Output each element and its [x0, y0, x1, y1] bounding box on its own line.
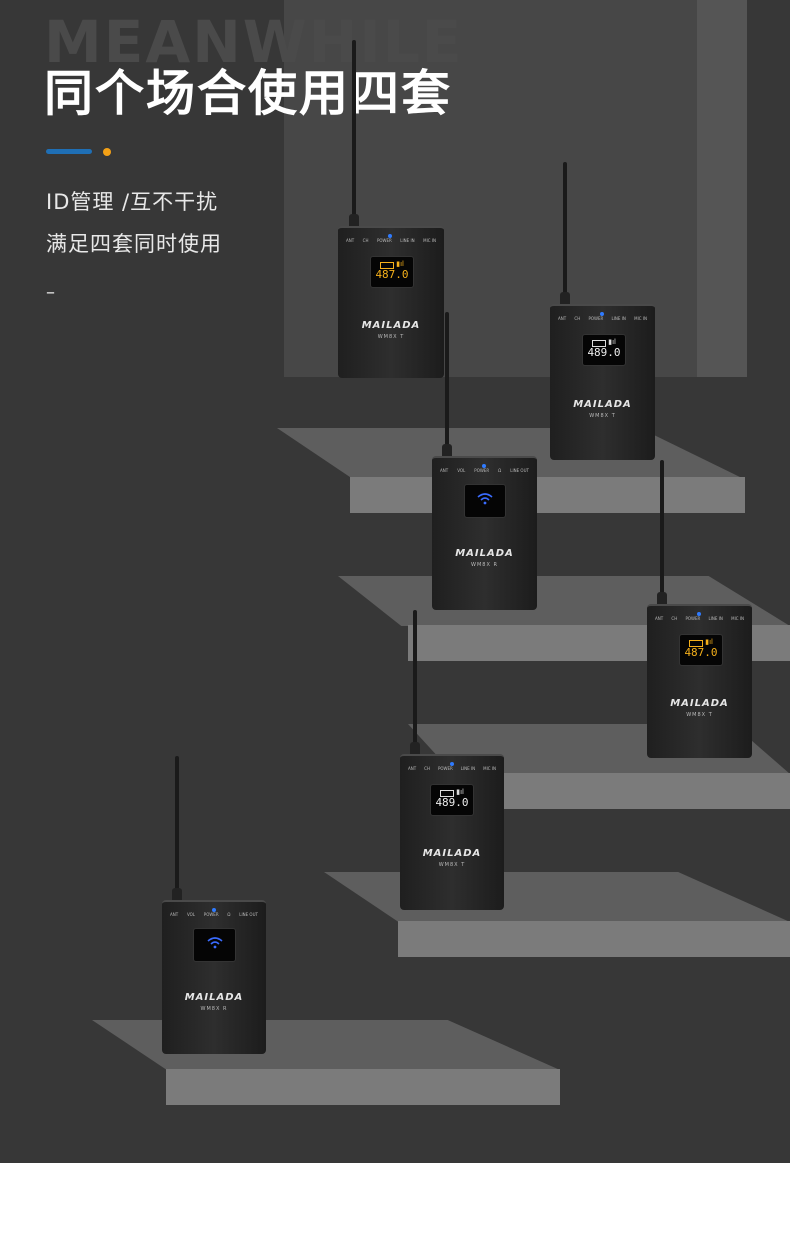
antenna-base — [172, 888, 182, 902]
frequency-readout: 487.0 — [375, 268, 409, 281]
antenna — [445, 312, 449, 452]
antenna — [660, 460, 664, 600]
lcd-display: ▮ıl 489.0 — [582, 334, 626, 366]
model-label: WM8X R — [200, 1006, 228, 1012]
page-title: 同个场合使用四套 — [44, 65, 453, 122]
power-led — [450, 762, 454, 766]
power-led — [388, 234, 392, 238]
model-label: WM8X T — [589, 413, 616, 419]
frequency-readout: 487.0 — [684, 646, 718, 659]
signal-icon: ▮ıl — [705, 638, 713, 646]
model-label: WM8X T — [438, 862, 466, 868]
antenna-base — [410, 742, 420, 756]
antenna — [413, 610, 417, 750]
model-label: WM8X T — [686, 712, 713, 718]
battery-icon — [592, 340, 606, 347]
brand-logo: MAILADA — [670, 698, 729, 709]
antenna-base — [657, 592, 667, 606]
model-label: WM8X T — [377, 334, 405, 340]
battery-icon — [689, 640, 703, 647]
battery-icon — [380, 262, 394, 269]
background-stripe — [697, 0, 747, 377]
wifi-icon — [194, 937, 235, 953]
brand-logo: MAILADA — [573, 399, 632, 410]
signal-icon: ▮ıl — [456, 788, 464, 796]
signal-icon: ▮ıl — [608, 338, 616, 346]
subtitle-line-1: ID管理 /互不干扰 — [46, 190, 219, 214]
hero-panel: MEANWHILE 同个场合使用四套 ID管理 /互不干扰 满足四套同时使用 –… — [0, 0, 790, 1163]
accent-dot — [103, 148, 111, 156]
ghost-heading: MEANWHILE — [44, 8, 464, 76]
model-label: WM8X R — [471, 562, 498, 568]
power-led — [212, 908, 216, 912]
lcd-display: ▮ıl 487.0 — [679, 634, 723, 666]
brand-logo: MAILADA — [184, 992, 244, 1003]
frequency-readout: 489.0 — [435, 796, 469, 809]
power-led — [600, 312, 604, 316]
antenna — [175, 756, 179, 896]
accent-bar — [46, 149, 92, 154]
brand-logo: MAILADA — [361, 320, 421, 331]
signal-icon: ▮ıl — [396, 260, 404, 268]
lcd-display — [464, 484, 506, 518]
subtitle-line-2: 满足四套同时使用 — [46, 232, 222, 256]
antenna-base — [349, 214, 359, 228]
antenna-base — [560, 292, 570, 306]
antenna-base — [442, 444, 452, 458]
antenna — [563, 162, 567, 300]
antenna — [352, 40, 356, 220]
power-led — [697, 612, 701, 616]
power-led — [482, 464, 486, 468]
lcd-display: ▮ıl 489.0 — [430, 784, 474, 816]
wifi-icon — [465, 493, 505, 509]
brand-logo: MAILADA — [422, 848, 482, 859]
lcd-display: ▮ıl 487.0 — [370, 256, 414, 288]
lcd-display — [193, 928, 236, 962]
brand-logo: MAILADA — [455, 548, 514, 559]
subtitle-dash: – — [46, 282, 55, 303]
frequency-readout: 489.0 — [587, 346, 621, 359]
battery-icon — [440, 790, 454, 797]
